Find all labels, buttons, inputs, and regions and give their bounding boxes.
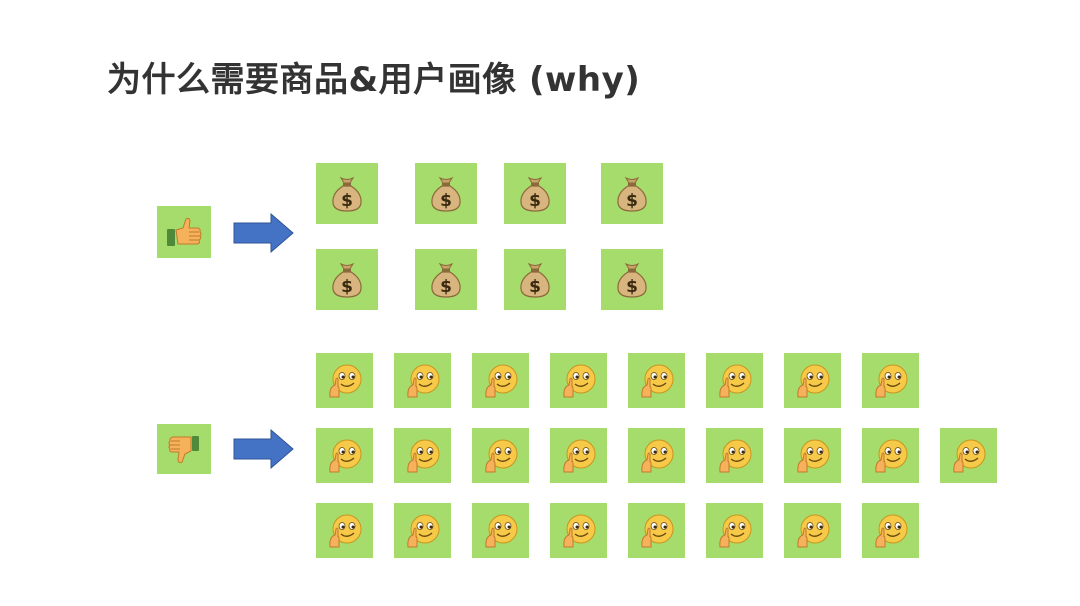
thinking-face-tile: [472, 503, 529, 558]
thinking-face-icon: [873, 513, 909, 549]
arrow-right-icon: [233, 429, 294, 469]
thinking-face-tile: [316, 428, 373, 483]
thinking-face-icon: [405, 363, 441, 399]
thinking-face-tile: [628, 503, 685, 558]
thinking-face-icon: [483, 363, 519, 399]
thinking-face-icon: [483, 438, 519, 474]
thinking-face-tile: [550, 353, 607, 408]
thinking-face-icon: [639, 438, 675, 474]
money-bag-tile: $: [316, 163, 378, 224]
money-bag-tile: $: [415, 163, 477, 224]
thinking-face-tile: [706, 428, 763, 483]
thinking-face-icon: [873, 363, 909, 399]
thinking-face-icon: [717, 363, 753, 399]
thumbs-up-tile: [157, 206, 211, 258]
money-bag-tile: $: [601, 249, 663, 310]
thinking-face-tile: [784, 503, 841, 558]
thinking-face-tile: [706, 503, 763, 558]
money-bag-tile: $: [601, 163, 663, 224]
thumbs-up-icon: [165, 216, 203, 248]
svg-text:$: $: [440, 277, 452, 297]
svg-text:$: $: [626, 191, 638, 211]
thinking-face-tile: [862, 353, 919, 408]
money-bag-icon: $: [615, 175, 649, 213]
thinking-face-icon: [717, 513, 753, 549]
thinking-face-icon: [639, 513, 675, 549]
thinking-face-icon: [561, 363, 597, 399]
money-bag-tile: $: [415, 249, 477, 310]
thinking-face-icon: [717, 438, 753, 474]
thinking-face-tile: [472, 428, 529, 483]
thinking-face-tile: [628, 353, 685, 408]
thinking-face-icon: [327, 513, 363, 549]
thinking-face-tile: [940, 428, 997, 483]
thinking-face-icon: [561, 438, 597, 474]
money-bag-tile: $: [504, 163, 566, 224]
thinking-face-icon: [795, 438, 831, 474]
svg-text:$: $: [529, 277, 541, 297]
thinking-face-tile: [316, 503, 373, 558]
thinking-face-tile: [862, 428, 919, 483]
thinking-face-icon: [483, 513, 519, 549]
money-bag-icon: $: [518, 261, 552, 299]
money-bag-icon: $: [330, 175, 364, 213]
money-bag-icon: $: [615, 261, 649, 299]
thinking-face-tile: [472, 353, 529, 408]
thinking-face-icon: [405, 513, 441, 549]
thinking-face-icon: [951, 438, 987, 474]
thinking-face-icon: [327, 363, 363, 399]
thinking-face-tile: [316, 353, 373, 408]
money-bag-tile: $: [316, 249, 378, 310]
svg-text:$: $: [341, 191, 353, 211]
thinking-face-tile: [550, 428, 607, 483]
money-bag-icon: $: [429, 261, 463, 299]
thinking-face-tile: [394, 428, 451, 483]
svg-text:$: $: [529, 191, 541, 211]
thinking-face-tile: [706, 353, 763, 408]
thinking-face-tile: [628, 428, 685, 483]
thumbs-down-tile: [157, 424, 211, 474]
thinking-face-tile: [784, 428, 841, 483]
thinking-face-icon: [795, 513, 831, 549]
thinking-face-icon: [405, 438, 441, 474]
thinking-face-tile: [550, 503, 607, 558]
svg-text:$: $: [440, 191, 452, 211]
money-bag-icon: $: [330, 261, 364, 299]
thinking-face-tile: [784, 353, 841, 408]
money-bag-icon: $: [518, 175, 552, 213]
svg-text:$: $: [341, 277, 353, 297]
slide-title: 为什么需要商品&用户画像 (why): [107, 60, 641, 100]
thinking-face-tile: [394, 503, 451, 558]
thinking-face-icon: [639, 363, 675, 399]
thinking-face-icon: [795, 363, 831, 399]
thinking-face-icon: [561, 513, 597, 549]
thinking-face-tile: [862, 503, 919, 558]
thinking-face-icon: [327, 438, 363, 474]
svg-text:$: $: [626, 277, 638, 297]
money-bag-tile: $: [504, 249, 566, 310]
arrow-right-icon: [233, 213, 294, 253]
thinking-face-icon: [873, 438, 909, 474]
money-bag-icon: $: [429, 175, 463, 213]
thumbs-down-icon: [167, 433, 201, 465]
thinking-face-tile: [394, 353, 451, 408]
